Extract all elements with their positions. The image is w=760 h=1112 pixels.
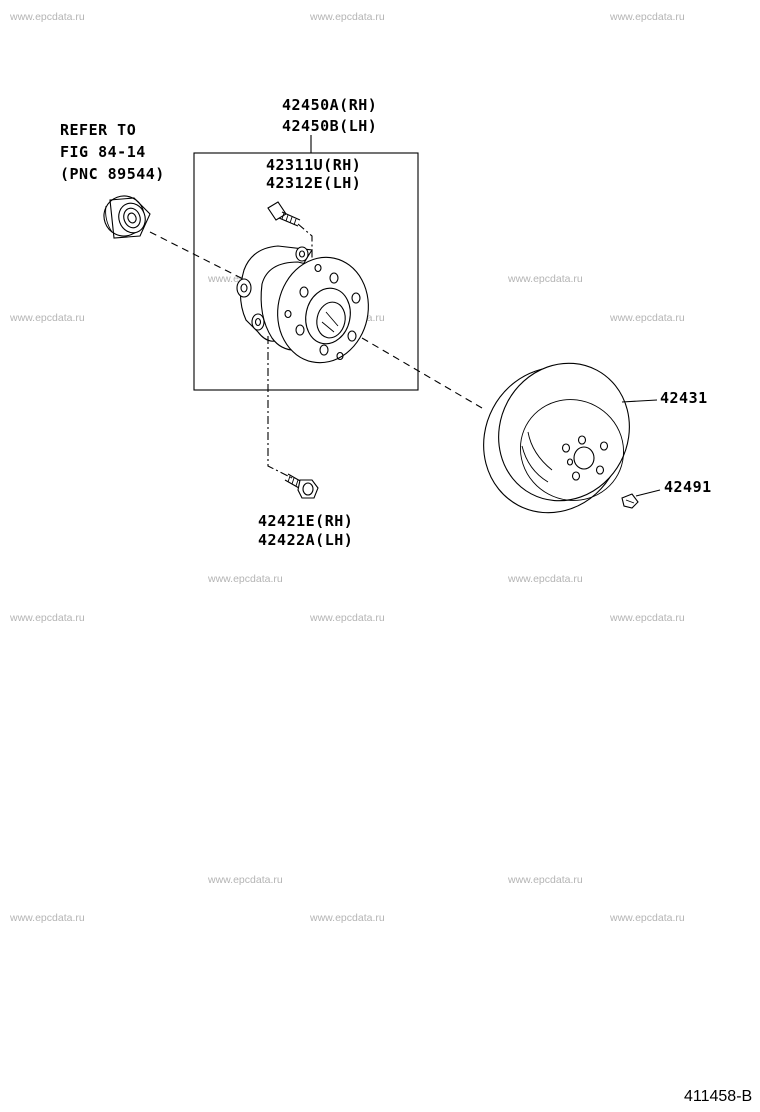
hub-bearing-icon[interactable] (236, 245, 378, 371)
watermark: www.epcdata.ru (309, 612, 385, 624)
watermark: www.epcdata.ru (309, 912, 385, 924)
watermark: www.epcdata.ru (207, 573, 283, 585)
label-refer-fig: FIG 84-14 (60, 143, 146, 161)
plug-leader-line (635, 489, 661, 497)
brake-disc-icon[interactable] (458, 340, 653, 537)
watermark: www.epcdata.ru (609, 612, 685, 624)
label-bolt-rh[interactable]: 42311U(RH) (266, 156, 361, 174)
plug-icon[interactable] (621, 493, 639, 509)
watermark: www.epcdata.ru (9, 912, 85, 924)
figure-code: 411458-B (684, 1088, 752, 1105)
axis-line-bearing-hub (149, 231, 246, 281)
watermark: www.epcdata.ru (609, 11, 685, 23)
watermark: www.epcdata.ru (9, 312, 85, 324)
bearing-icon[interactable] (98, 190, 151, 241)
watermark: www.epcdata.ru (9, 612, 85, 624)
watermark: www.epcdata.ru (9, 11, 85, 23)
watermark: www.epcdata.ru (507, 573, 583, 585)
disc-leader-line (621, 399, 658, 403)
watermark: www.epcdata.ru (507, 874, 583, 886)
label-refer-pnc: (PNC 89544) (60, 165, 165, 183)
label-hub-lh[interactable]: 42450B(LH) (282, 117, 377, 135)
axle-bolt-icon[interactable] (284, 473, 319, 499)
axle-bolt-guide-line (267, 336, 293, 479)
watermark: www.epcdata.ru (507, 273, 583, 285)
watermark: www.epcdata.ru (207, 874, 283, 886)
label-axle-bolt-rh[interactable]: 42421E(RH) (258, 512, 353, 530)
label-refer-to: REFER TO (60, 121, 136, 139)
watermark: www.epcdata.ru (609, 312, 685, 324)
watermark: www.epcdata.ru (609, 912, 685, 924)
watermark: www.epcdata.ru (309, 11, 385, 23)
hub-bolt-icon[interactable] (267, 201, 301, 227)
part-labels: REFER TO FIG 84-14 (PNC 89544) 42450A(RH… (60, 96, 712, 549)
hub-assembly-frame (193, 152, 419, 391)
label-hub-rh[interactable]: 42450A(RH) (282, 96, 377, 114)
label-plug[interactable]: 42491 (664, 478, 712, 496)
label-bolt-lh[interactable]: 42312E(LH) (266, 174, 361, 192)
axis-line-hub-disc (361, 337, 483, 409)
label-disc[interactable]: 42431 (660, 389, 708, 407)
label-axle-bolt-lh[interactable]: 42422A(LH) (258, 531, 353, 549)
